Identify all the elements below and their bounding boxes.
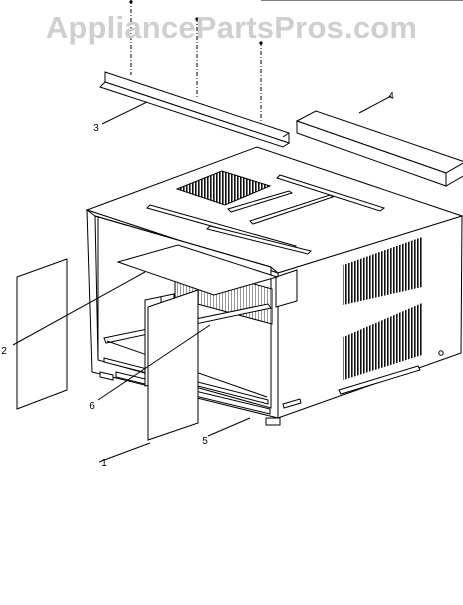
cabinet-feet	[99, 371, 281, 426]
screw-heads	[129, 0, 263, 45]
callout-3: 3	[93, 123, 99, 134]
leader-lines	[12, 95, 392, 463]
callout-2: 2	[1, 346, 7, 357]
callouts: 1 2 3 4 5 6	[1, 91, 394, 469]
side-details	[275, 269, 444, 409]
part-1-front-panel	[147, 289, 199, 441]
part-3-rail	[99, 71, 291, 148]
loose-side-panel	[16, 258, 68, 410]
callout-4: 4	[388, 91, 394, 102]
top-vent	[175, 170, 272, 206]
side-louvers	[343, 237, 422, 380]
part-4-block	[295, 110, 463, 187]
screw-lines	[130, 0, 262, 125]
part-2-panel	[116, 244, 279, 296]
top-slots	[146, 174, 386, 255]
callout-5: 5	[202, 436, 208, 447]
callout-6: 6	[89, 401, 95, 412]
callout-1: 1	[101, 458, 107, 469]
